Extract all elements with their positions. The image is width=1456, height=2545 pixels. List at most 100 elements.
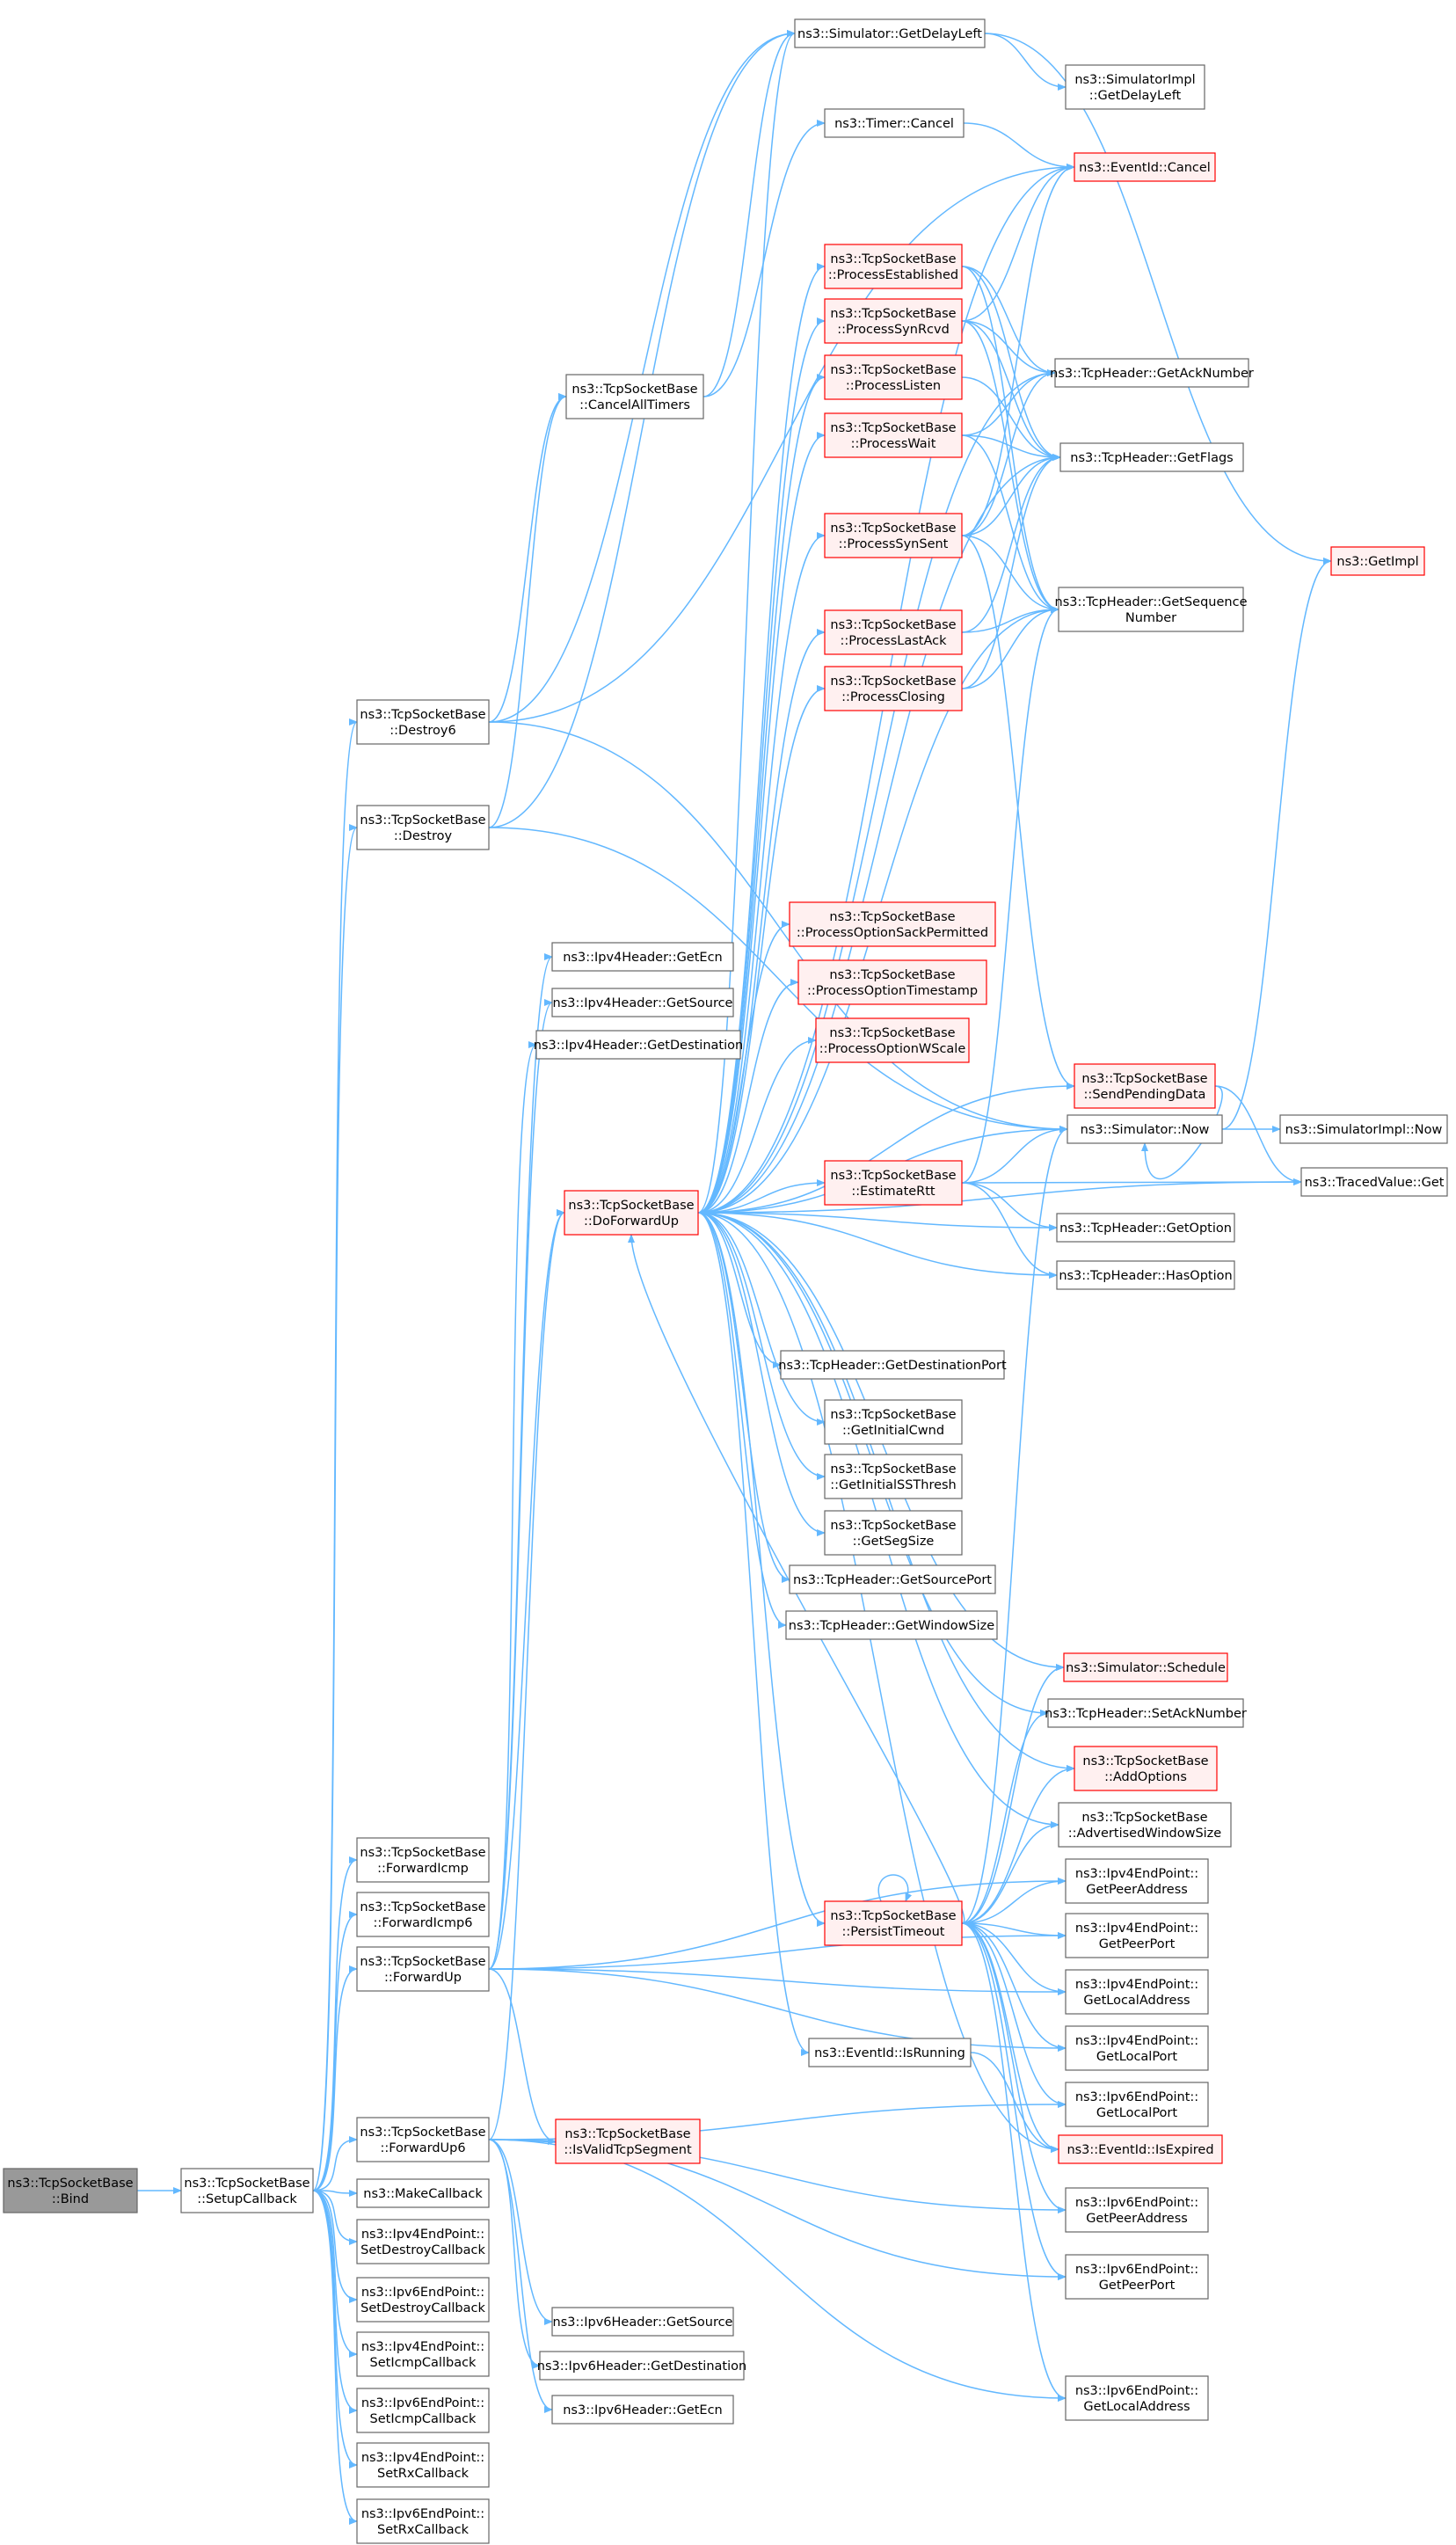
node-isvalidseg[interactable]: ns3::TcpSocketBase::IsValidTcpSegment [555, 2118, 701, 2164]
node-label-ip6getsrc-0: ns3::Ipv6Header::GetSource [553, 2315, 733, 2330]
edge-persist-to-ip4peerport [961, 1922, 1067, 1939]
node-ip4destroy[interactable]: ns3::Ipv4EndPoint::SetDestroyCallback [356, 2219, 490, 2264]
node-optts[interactable]: ns3::TcpSocketBase::ProcessOptionTimesta… [797, 959, 987, 1005]
node-label-cancelall-0: ns3::TcpSocketBase [571, 383, 697, 397]
node-label-eventcancel-0: ns3::EventId::Cancel [1079, 161, 1211, 175]
node-estimatertt[interactable]: ns3::TcpSocketBase::EstimateRtt [824, 1160, 963, 1206]
node-label-timercancel-0: ns3::Timer::Cancel [834, 117, 954, 131]
node-setacknum[interactable]: ns3::TcpHeader::SetAckNumber [1045, 1698, 1247, 1728]
node-ip4getecn[interactable]: ns3::Ipv4Header::GetEcn [551, 942, 734, 972]
node-label-ip6localaddr-0: ns3::Ipv6EndPoint:: [1075, 2384, 1198, 2398]
node-label-destroy-1: ::Destroy [394, 829, 453, 843]
node-ip6peeraddr[interactable]: ns3::Ipv6EndPoint::GetPeerAddress [1065, 2187, 1209, 2233]
node-box-isexpired [1058, 2134, 1223, 2164]
node-schedule[interactable]: ns3::Simulator::Schedule [1063, 1652, 1228, 1682]
node-label-addoptions-0: ns3::TcpSocketBase [1082, 1754, 1208, 1768]
node-label-optts-1: ::ProcessOptionTimestamp [807, 984, 978, 998]
node-ip6destroy[interactable]: ns3::Ipv6EndPoint::SetDestroyCallback [356, 2277, 490, 2323]
node-eventcancel[interactable]: ns3::EventId::Cancel [1074, 152, 1216, 182]
node-label-ip6destroy-1: SetDestroyCallback [360, 2301, 485, 2315]
node-ip6localport[interactable]: ns3::Ipv6EndPoint::GetLocalPort [1065, 2082, 1209, 2127]
node-getwinsize[interactable]: ns3::TcpHeader::GetWindowSize [785, 1610, 998, 1640]
node-box-getimpl [1330, 546, 1425, 576]
node-label-hasoption-0: ns3::TcpHeader::HasOption [1059, 1269, 1232, 1283]
edge-destroy-to-cancelall [488, 393, 567, 828]
node-timercancel[interactable]: ns3::Timer::Cancel [824, 108, 965, 138]
node-ip4peeraddr[interactable]: ns3::Ipv4EndPoint::GetPeerAddress [1065, 1858, 1209, 1904]
node-simimplnow[interactable]: ns3::SimulatorImpl::Now [1279, 1114, 1448, 1144]
node-ip4getsrc[interactable]: ns3::Ipv4Header::GetSource [551, 988, 734, 1017]
node-simnow[interactable]: ns3::Simulator::Now [1067, 1114, 1223, 1144]
node-makecb[interactable]: ns3::MakeCallback [356, 2178, 490, 2208]
node-ip6icmp[interactable]: ns3::Ipv6EndPoint::SetIcmpCallback [356, 2388, 490, 2433]
node-fwdup6[interactable]: ns3::TcpSocketBase::ForwardUp6 [356, 2117, 490, 2162]
node-ip4localport[interactable]: ns3::Ipv4EndPoint::GetLocalPort [1065, 2025, 1209, 2071]
node-ip6getsrc[interactable]: ns3::Ipv6Header::GetSource [551, 2307, 734, 2337]
node-label-getinitss-1: ::GetInitialSSThresh [830, 1478, 957, 1492]
node-getimpl[interactable]: ns3::GetImpl [1330, 546, 1425, 576]
node-procclosing[interactable]: ns3::TcpSocketBase::ProcessClosing [824, 666, 963, 711]
node-setupcb[interactable]: ns3::TcpSocketBase::SetupCallback [180, 2168, 314, 2213]
node-label-advwin-1: ::AdvertisedWindowSize [1068, 1827, 1222, 1841]
edge-destroy6-to-eventcancel [488, 164, 1075, 723]
node-ip6peerport[interactable]: ns3::Ipv6EndPoint::GetPeerPort [1065, 2254, 1209, 2300]
node-ip6localaddr[interactable]: ns3::Ipv6EndPoint::GetLocalAddress [1065, 2375, 1209, 2421]
node-getoption[interactable]: ns3::TcpHeader::GetOption [1056, 1213, 1235, 1243]
node-ip4getdst[interactable]: ns3::Ipv4Header::GetDestination [534, 1030, 743, 1060]
node-procsynsent[interactable]: ns3::TcpSocketBase::ProcessSynSent [824, 513, 963, 558]
node-getdstport[interactable]: ns3::TcpHeader::GetDestinationPort [778, 1350, 1007, 1380]
node-fwdicmp6[interactable]: ns3::TcpSocketBase::ForwardIcmp6 [356, 1892, 490, 1937]
edge-fwdup6-to-ip6getsrc [488, 2139, 553, 2325]
edge-fwdup-to-ip4getsrc [488, 999, 553, 1970]
node-proclastack[interactable]: ns3::TcpSocketBase::ProcessLastAck [824, 609, 963, 655]
node-persist[interactable]: ns3::TcpSocketBase::PersistTimeout [824, 1900, 963, 1946]
node-hasoption[interactable]: ns3::TcpHeader::HasOption [1056, 1260, 1235, 1290]
node-doforward[interactable]: ns3::TcpSocketBase::DoForwardUp [564, 1190, 699, 1236]
node-optwscale[interactable]: ns3::TcpSocketBase::ProcessOptionWScale [815, 1017, 970, 1063]
node-fwdicmp[interactable]: ns3::TcpSocketBase::ForwardIcmp [356, 1837, 490, 1883]
node-getacknum[interactable]: ns3::TcpHeader::GetAckNumber [1050, 358, 1254, 388]
node-fwdup[interactable]: ns3::TcpSocketBase::ForwardUp [356, 1946, 490, 1992]
node-ip6rx[interactable]: ns3::Ipv6EndPoint::SetRxCallback [356, 2498, 490, 2544]
node-advwin[interactable]: ns3::TcpSocketBase::AdvertisedWindowSize [1058, 1802, 1232, 1848]
node-box-simnow [1067, 1114, 1223, 1144]
node-box-proclastack [824, 609, 963, 655]
node-getflags[interactable]: ns3::TcpHeader::GetFlags [1059, 442, 1244, 472]
node-destroy[interactable]: ns3::TcpSocketBase::Destroy [356, 805, 490, 850]
edge-estimatertt-to-hasoption [961, 1182, 1058, 1279]
node-box-ip6getdst [539, 2351, 745, 2381]
node-label-ip6peeraddr-0: ns3::Ipv6EndPoint:: [1075, 2196, 1198, 2210]
node-procsynrcvd[interactable]: ns3::TcpSocketBase::ProcessSynRcvd [824, 298, 963, 344]
node-isrunning[interactable]: ns3::EventId::IsRunning [808, 2038, 972, 2067]
node-getsegsize[interactable]: ns3::TcpSocketBase::GetSegSize [824, 1510, 963, 1556]
node-label-procwait-0: ns3::TcpSocketBase [830, 421, 956, 435]
node-optsack[interactable]: ns3::TcpSocketBase::ProcessOptionSackPer… [789, 901, 996, 947]
node-getsrcport[interactable]: ns3::TcpHeader::GetSourcePort [789, 1564, 996, 1594]
node-ip4localaddr[interactable]: ns3::Ipv4EndPoint::GetLocalAddress [1065, 1969, 1209, 2015]
node-simdelay[interactable]: ns3::Simulator::GetDelayLeft [794, 18, 986, 48]
node-destroy6[interactable]: ns3::TcpSocketBase::Destroy6 [356, 699, 490, 745]
node-proclisten[interactable]: ns3::TcpSocketBase::ProcessListen [824, 354, 963, 400]
node-ip4peerport[interactable]: ns3::Ipv4EndPoint::GetPeerPort [1065, 1913, 1209, 1958]
node-tracedget[interactable]: ns3::TracedValue::Get [1300, 1167, 1448, 1197]
edge-doforward-to-sendpending [697, 1083, 1075, 1214]
node-box-getoption [1056, 1213, 1235, 1243]
node-ip6getdst[interactable]: ns3::Ipv6Header::GetDestination [537, 2351, 746, 2381]
node-ip4rx[interactable]: ns3::Ipv4EndPoint::SetRxCallback [356, 2442, 490, 2488]
node-procest[interactable]: ns3::TcpSocketBase::ProcessEstablished [824, 244, 963, 289]
node-ip6getecn[interactable]: ns3::Ipv6Header::GetEcn [551, 2395, 734, 2425]
node-box-optsack [789, 901, 996, 947]
node-simimpldelay[interactable]: ns3::SimulatorImpl::GetDelayLeft [1065, 64, 1205, 110]
node-label-fwdup6-0: ns3::TcpSocketBase [360, 2126, 485, 2140]
node-bind[interactable]: ns3::TcpSocketBase::Bind [3, 2168, 138, 2213]
node-getinitss[interactable]: ns3::TcpSocketBase::GetInitialSSThresh [824, 1454, 963, 1499]
node-cancelall[interactable]: ns3::TcpSocketBase::CancelAllTimers [565, 374, 704, 419]
node-isexpired[interactable]: ns3::EventId::IsExpired [1058, 2134, 1223, 2164]
node-procwait[interactable]: ns3::TcpSocketBase::ProcessWait [824, 412, 963, 458]
node-getinitcwnd[interactable]: ns3::TcpSocketBase::GetInitialCwnd [824, 1399, 963, 1445]
node-addoptions[interactable]: ns3::TcpSocketBase::AddOptions [1074, 1746, 1218, 1791]
node-ip4icmp[interactable]: ns3::Ipv4EndPoint::SetIcmpCallback [356, 2331, 490, 2377]
node-label-ip6peerport-0: ns3::Ipv6EndPoint:: [1075, 2263, 1198, 2277]
node-sendpending[interactable]: ns3::TcpSocketBase::SendPendingData [1074, 1063, 1216, 1109]
